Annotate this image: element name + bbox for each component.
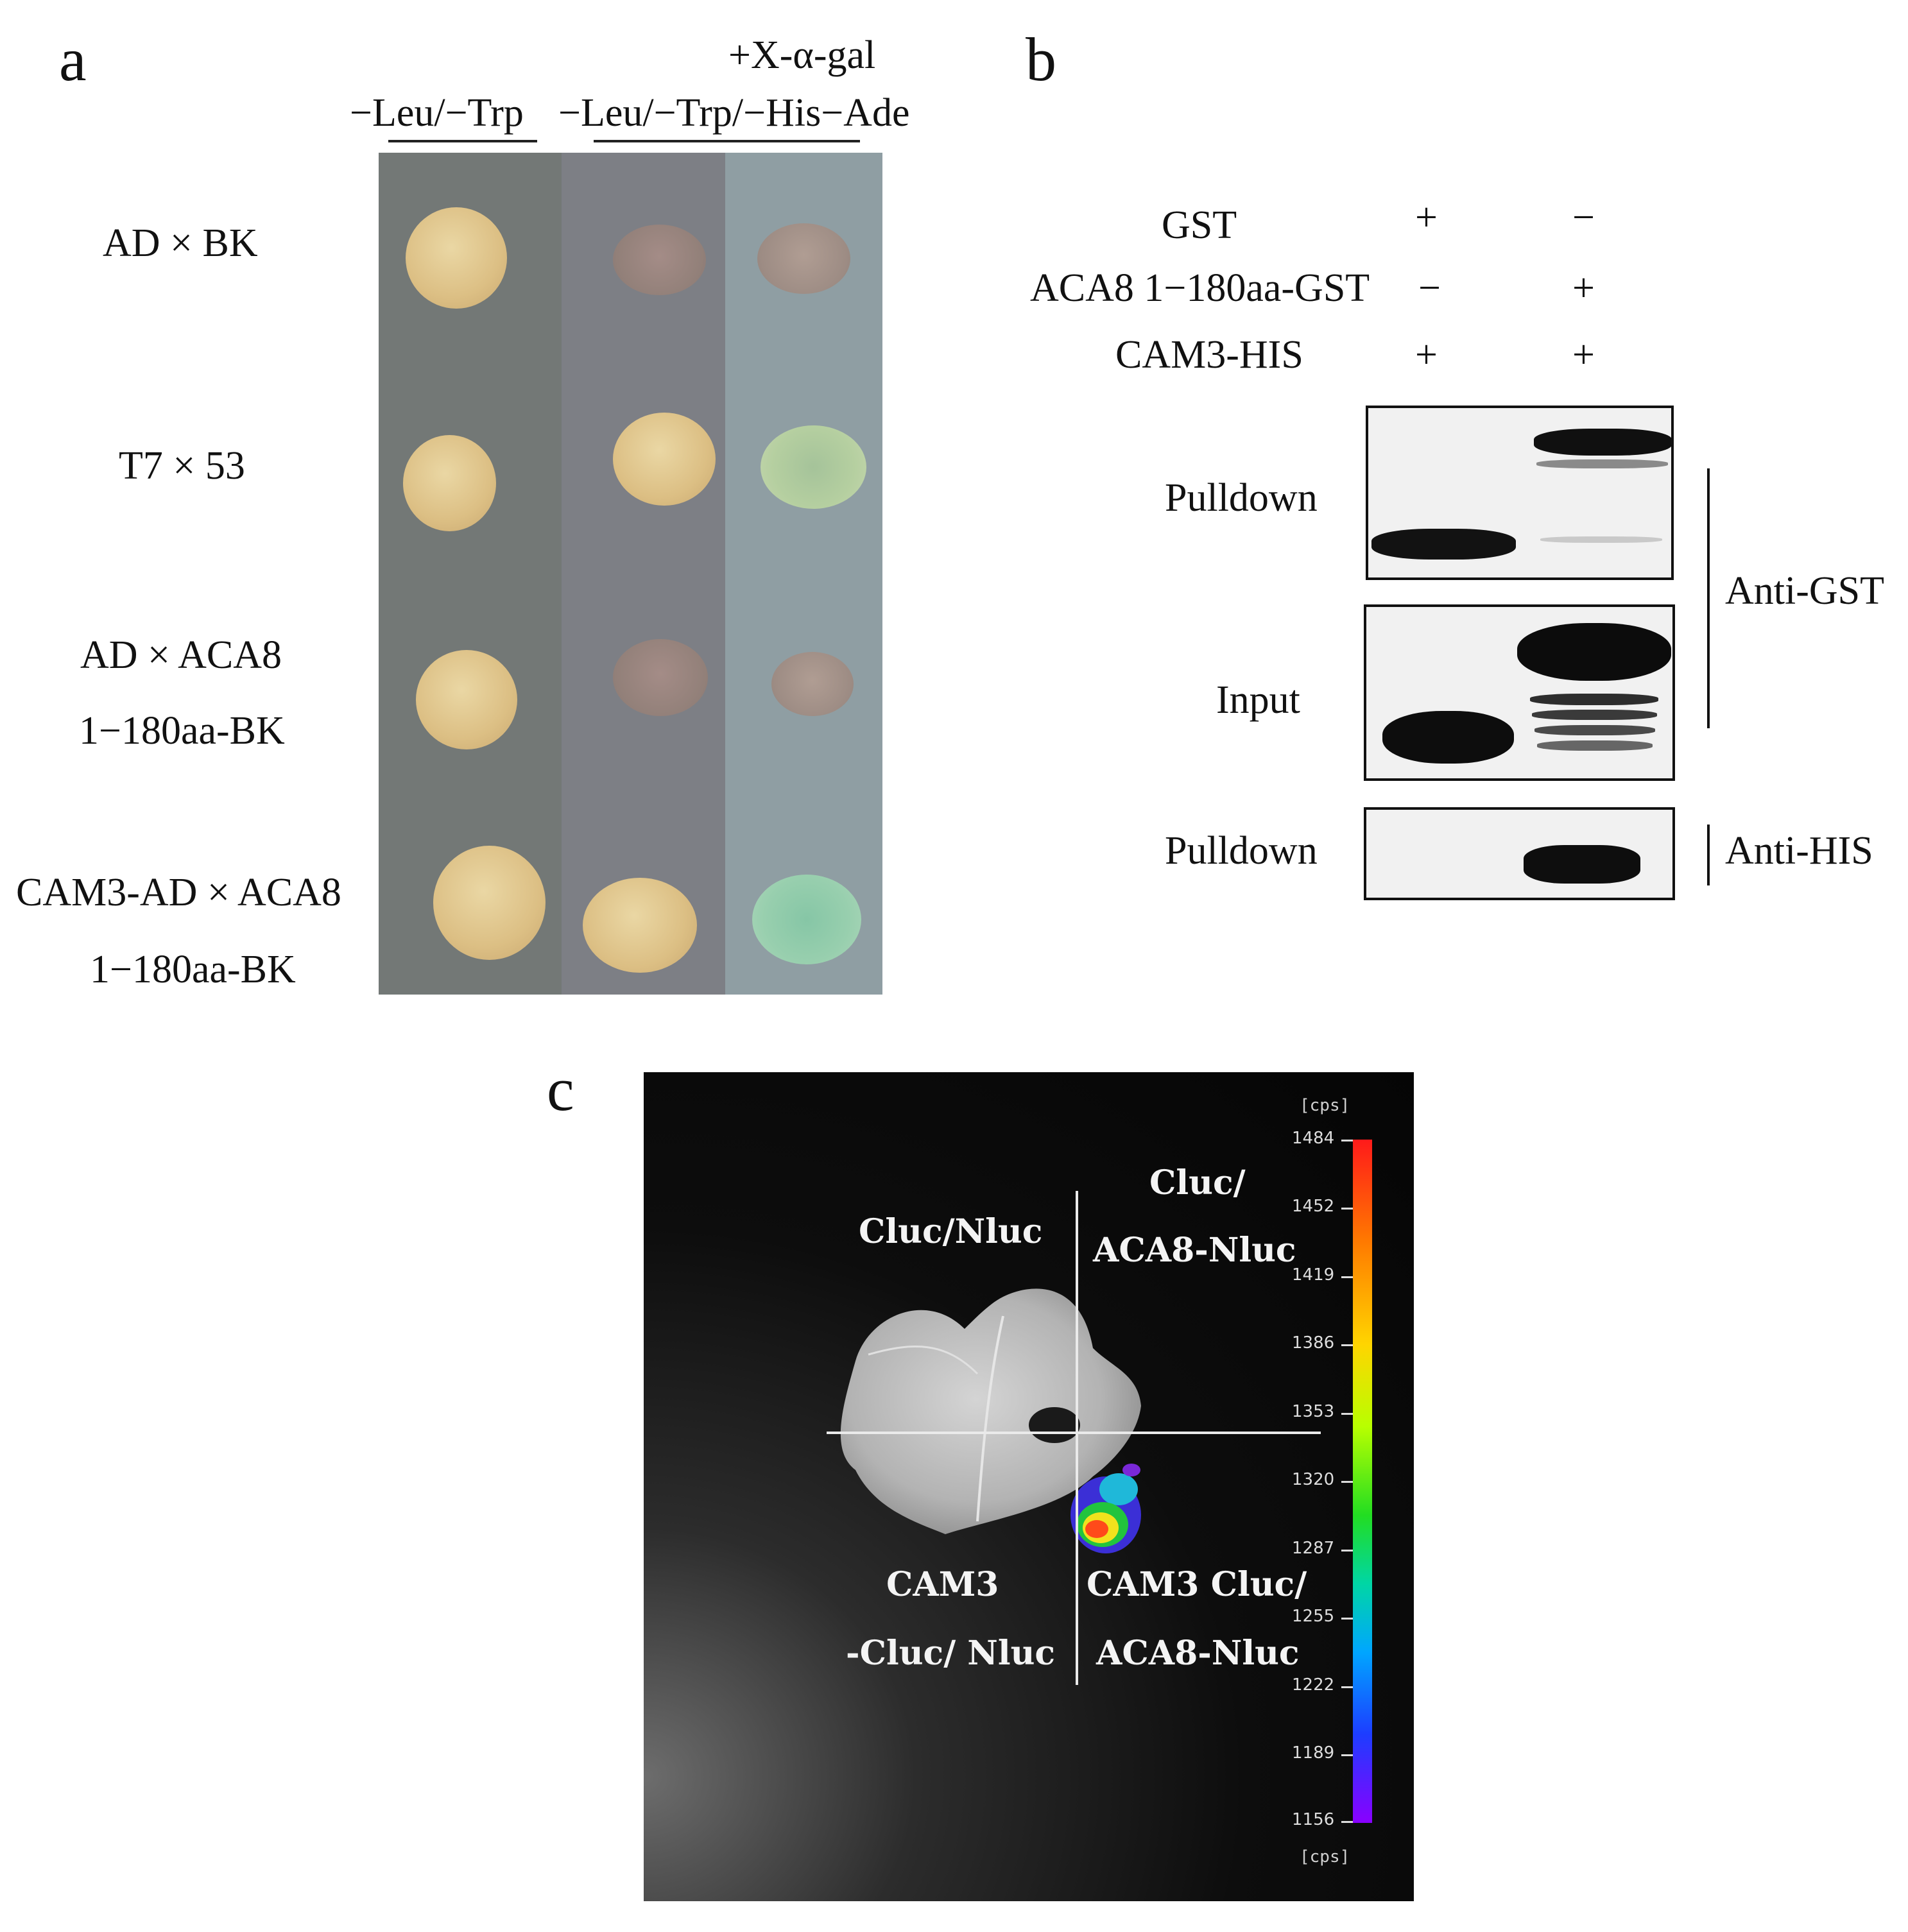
colony: [613, 225, 706, 295]
quadrant-divider-vertical: [1076, 1191, 1078, 1685]
scale-tick-label: 1222: [1292, 1675, 1335, 1695]
scale-unit-top: [cps]: [1300, 1096, 1350, 1115]
media-xgal-label: +X-α-gal: [728, 33, 876, 77]
condition-aca8-gst-label: ACA8 1−180aa-GST: [1030, 266, 1370, 310]
band-gst: [1371, 529, 1516, 560]
condition-gst-lane1: +: [1415, 196, 1438, 239]
yeast-plate-image: [379, 153, 882, 995]
scale-tick-label: 1419: [1292, 1265, 1335, 1285]
colony: [752, 875, 861, 964]
condition-aca8-gst-lane1: −: [1418, 266, 1441, 310]
quadrant-bottom-left-label-1: CAM3: [886, 1565, 999, 1604]
quadrant-bottom-right-label-2: ACA8-Nluc: [1096, 1634, 1300, 1673]
colony: [406, 207, 507, 309]
scale-tick-label: 1484: [1292, 1129, 1335, 1148]
band-degradation: [1537, 740, 1653, 751]
band-faint: [1540, 536, 1662, 543]
colony: [613, 413, 716, 506]
quadrant-bottom-left-label-2: -Cluc/ Nluc: [846, 1634, 1056, 1673]
row-1-label: AD × BK: [103, 221, 258, 265]
colony: [583, 878, 697, 973]
blot-label-pulldown-gst: Pulldown: [1165, 476, 1318, 520]
antibody-anti-his: Anti-HIS: [1725, 829, 1873, 873]
band-cam3-his: [1524, 845, 1640, 884]
quadrant-top-left-label: Cluc/Nluc: [859, 1212, 1043, 1251]
scale-tick-label: 1452: [1292, 1197, 1335, 1216]
anti-gst-bracket: [1707, 468, 1710, 728]
band-degradation: [1532, 710, 1657, 720]
media-qdo-label: −Leu/−Trp/−His−Ade: [558, 91, 910, 135]
colony: [761, 425, 866, 509]
quadrant-bottom-right-label-1: CAM3 Cluc/: [1087, 1565, 1307, 1604]
row-3-label-line2: 1−180aa-BK: [79, 709, 285, 753]
blot-label-pulldown-his: Pulldown: [1165, 829, 1318, 873]
western-blot-pulldown-gst: [1366, 406, 1674, 580]
condition-gst-lane2: −: [1572, 196, 1595, 239]
row-2-label: T7 × 53: [119, 444, 245, 488]
condition-cam3-his-lane2: +: [1572, 333, 1595, 377]
band-degradation: [1530, 694, 1658, 705]
condition-aca8-gst-lane2: +: [1572, 266, 1595, 310]
blot-label-input: Input: [1216, 678, 1300, 722]
luciferase-imaging: Cluc/Nluc Cluc/ ACA8-Nluc CAM3 -Cluc/ Nl…: [644, 1072, 1414, 1901]
scale-tick-label: 1320: [1292, 1470, 1335, 1489]
band-degradation: [1534, 725, 1655, 735]
antibody-anti-gst: Anti-GST: [1725, 569, 1884, 613]
condition-cam3-his-lane1: +: [1415, 333, 1438, 377]
band-aca8-gst: [1517, 623, 1671, 681]
quadrant-divider-horizontal: [827, 1432, 1321, 1434]
anti-his-bracket: [1707, 825, 1710, 885]
row-3-label-line1: AD × ACA8: [80, 633, 282, 677]
western-blot-pulldown-his: [1364, 807, 1675, 900]
media-leu-trp-label: −Leu/−Trp: [350, 91, 524, 135]
scale-unit-bottom: [cps]: [1300, 1847, 1350, 1867]
scale-ticks: [1341, 1140, 1353, 1823]
band-faint: [1536, 459, 1668, 468]
colony: [403, 435, 496, 531]
panel-a-label: a: [59, 25, 87, 94]
leaf-image: [840, 1288, 1141, 1553]
row-4-label-line1: CAM3-AD × ACA8: [16, 871, 341, 914]
scale-tick-label: 1156: [1292, 1810, 1335, 1829]
scale-tick-label: 1287: [1292, 1539, 1335, 1558]
scale-tick-label: 1353: [1292, 1402, 1335, 1421]
condition-cam3-his-label: CAM3-HIS: [1115, 333, 1303, 377]
row-4-label-line2: 1−180aa-BK: [90, 948, 296, 991]
colony: [757, 223, 850, 294]
quadrant-top-right-label-1: Cluc/: [1149, 1163, 1246, 1202]
colony: [416, 650, 517, 749]
panel-b-label: b: [1026, 25, 1056, 94]
media-left-underline: [388, 140, 537, 142]
scale-tick-label: 1189: [1292, 1743, 1335, 1763]
colony: [433, 846, 546, 960]
scale-tick-label: 1255: [1292, 1607, 1335, 1626]
band-gst: [1382, 711, 1514, 764]
colony: [613, 639, 708, 716]
media-right-underline: [594, 140, 860, 142]
quadrant-top-right-label-2: ACA8-Nluc: [1093, 1231, 1296, 1270]
color-scale-bar: [1353, 1140, 1372, 1823]
colony: [771, 652, 854, 716]
scale-tick-label: 1386: [1292, 1333, 1335, 1353]
panel-c-label: c: [547, 1055, 574, 1124]
condition-gst-label: GST: [1162, 203, 1237, 247]
western-blot-input-gst: [1364, 604, 1675, 781]
band-aca8-gst: [1534, 429, 1671, 456]
